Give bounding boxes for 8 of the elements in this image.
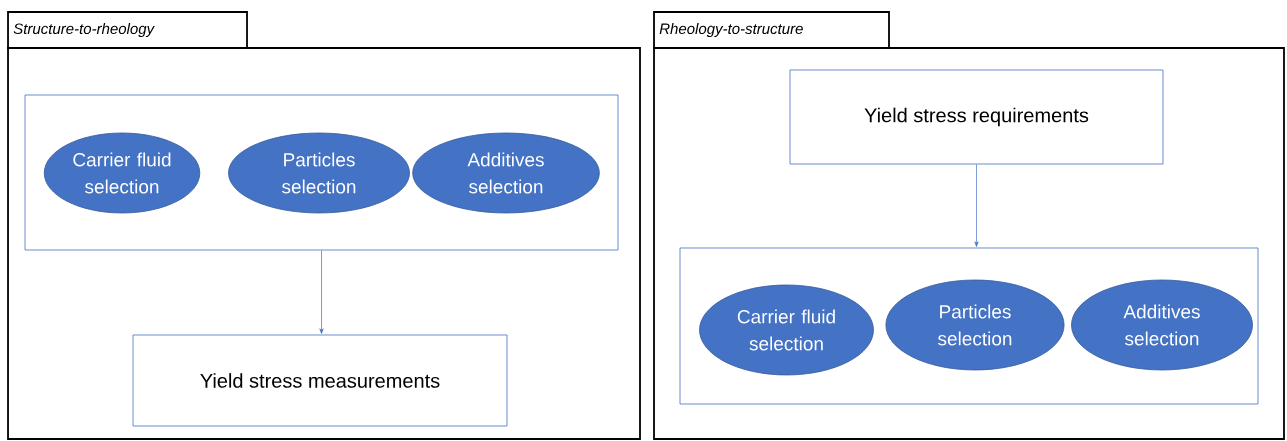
process-box: Yield stress measurements [132, 334, 508, 427]
group-box [679, 247, 1259, 405]
arrow [974, 164, 979, 247]
panel-heading: Structure-to-rheology [7, 11, 248, 49]
arrow [319, 250, 324, 334]
process-box: Yield stress requirements [789, 69, 1164, 165]
panel-heading: Rheology-to-structure [653, 11, 890, 49]
group-box [24, 94, 619, 251]
